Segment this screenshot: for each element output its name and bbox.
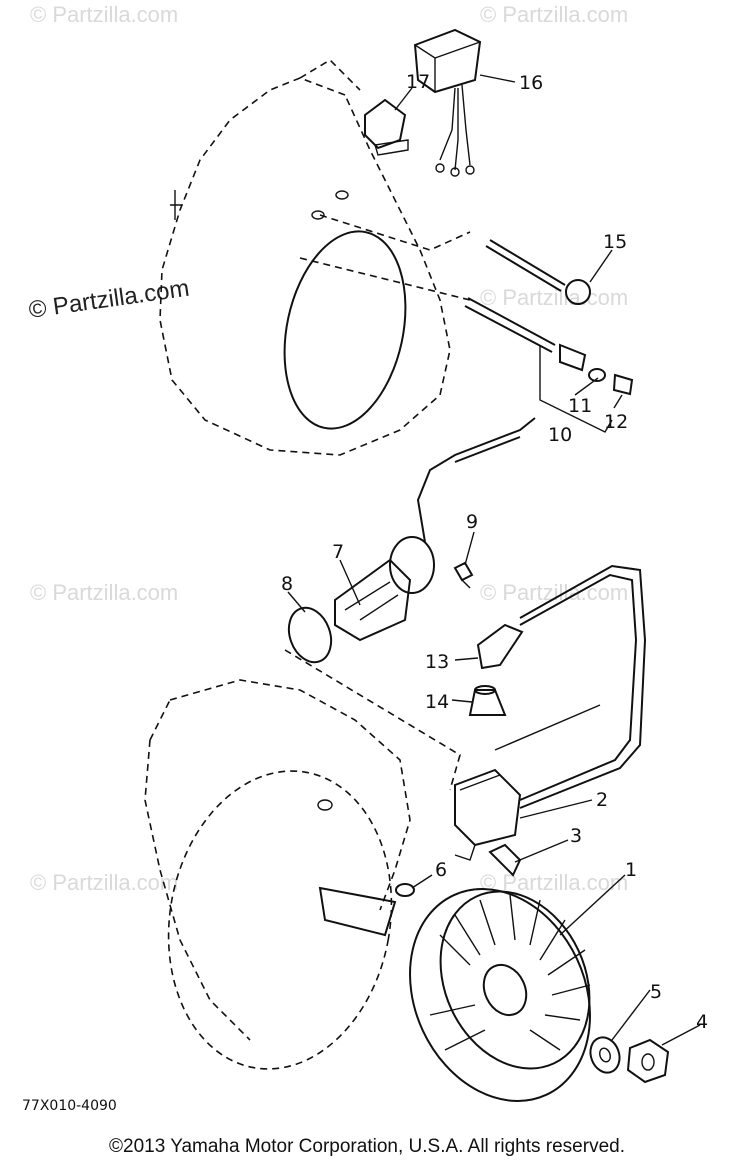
watermark: © Partzilla.com bbox=[480, 285, 628, 310]
callout-10: 10 bbox=[548, 424, 572, 446]
callout-8: 8 bbox=[281, 573, 293, 595]
part-control-unit bbox=[413, 28, 482, 177]
part-flywheel bbox=[409, 888, 591, 1102]
callout-2: 2 bbox=[596, 789, 608, 811]
part-choke-assembly bbox=[299, 257, 634, 433]
part-nut-4 bbox=[626, 1038, 670, 1084]
part-plug-boot bbox=[468, 685, 507, 716]
callout-4: 4 bbox=[696, 1011, 708, 1033]
copyright-text: ©2013 Yamaha Motor Corporation, U.S.A. A… bbox=[109, 1136, 625, 1157]
watermark: © Partzilla.com bbox=[30, 2, 178, 27]
part-screw-9 bbox=[453, 561, 474, 589]
part-stop-switch bbox=[319, 214, 591, 305]
watermark-dark: © Partzilla.com bbox=[27, 275, 191, 324]
part-washer-5 bbox=[589, 1036, 621, 1074]
leader-lines bbox=[287, 74, 701, 1046]
lower-crankcase bbox=[144, 679, 411, 1070]
callout-5: 5 bbox=[650, 981, 662, 1003]
callouts: 16 17 15 11 12 10 9 7 8 13 14 2 3 6 1 5 … bbox=[281, 71, 708, 1033]
watermarks: © Partzilla.com © Partzilla.com © Partzi… bbox=[27, 2, 628, 895]
part-gasket bbox=[284, 606, 461, 791]
callout-6: 6 bbox=[435, 859, 447, 881]
callout-12: 12 bbox=[604, 411, 628, 433]
part-washer-6 bbox=[395, 883, 415, 897]
part-bracket bbox=[364, 98, 409, 156]
watermark: © Partzilla.com bbox=[480, 580, 628, 605]
part-ignition-coil bbox=[454, 564, 647, 861]
callout-15: 15 bbox=[603, 231, 627, 253]
callout-17: 17 bbox=[406, 71, 430, 93]
callout-9: 9 bbox=[466, 511, 478, 533]
drawing-code: 77X010-4090 bbox=[22, 1098, 117, 1114]
callout-1: 1 bbox=[625, 859, 637, 881]
watermark: © Partzilla.com bbox=[30, 870, 178, 895]
callout-11: 11 bbox=[568, 395, 592, 417]
callout-7: 7 bbox=[332, 541, 344, 563]
watermark: © Partzilla.com bbox=[480, 2, 628, 27]
upper-housing bbox=[159, 58, 451, 456]
callout-16: 16 bbox=[519, 72, 543, 94]
part-pulser-coil bbox=[334, 417, 536, 642]
callout-14: 14 bbox=[425, 691, 449, 713]
part-plug-cap bbox=[476, 623, 524, 670]
callout-13: 13 bbox=[425, 651, 449, 673]
watermark: © Partzilla.com bbox=[30, 580, 178, 605]
callout-3: 3 bbox=[570, 825, 582, 847]
